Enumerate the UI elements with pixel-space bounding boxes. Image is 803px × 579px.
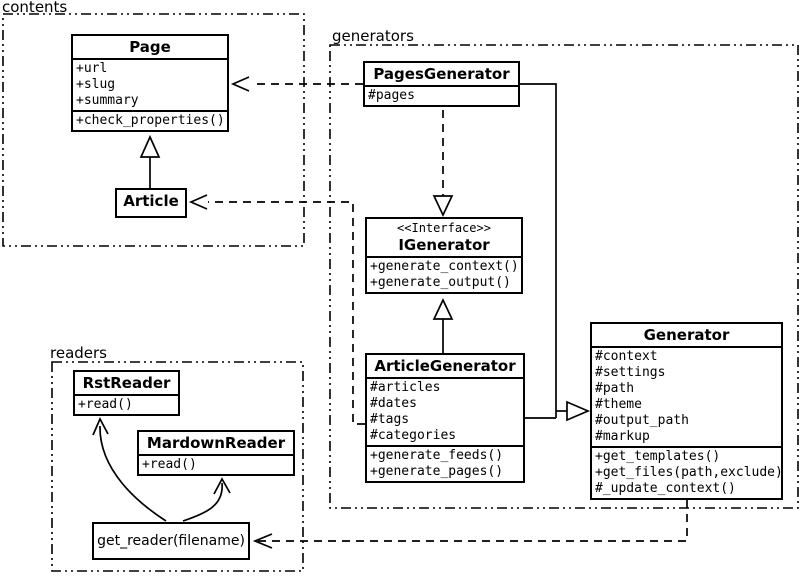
class-title: IGenerator [398, 236, 490, 254]
class-method: +generate_feeds() [370, 448, 504, 463]
class-attribute: #output_path [595, 413, 689, 428]
inheritance-arrow-icon [139, 134, 161, 158]
edge-pagesgenerator-page-dependency [230, 76, 363, 92]
edge-articlegenerator-article-dependency [188, 194, 365, 425]
class-title: Page [129, 38, 171, 56]
class-attribute: #categories [370, 428, 457, 443]
class-box-mardownreader: MardownReader +read() [137, 430, 295, 476]
edge-getreader-rstreader-arrow [92, 417, 167, 522]
dependency-arrow-icon [252, 533, 273, 549]
class-attribute: #context [595, 349, 658, 364]
class-box-articlegenerator: ArticleGenerator #articles #dates #tags … [365, 353, 525, 483]
open-arrow-icon [213, 477, 231, 495]
class-method: +generate_context() [370, 259, 519, 274]
class-method: +read() [142, 457, 197, 472]
class-method: +generate_output() [370, 275, 511, 290]
class-title: Article [123, 192, 179, 210]
class-method: +get_files(path,exclude) [595, 465, 783, 480]
class-title: Generator [643, 326, 730, 344]
function-box-get-reader: get_reader(filename) [92, 522, 250, 560]
class-method: +get_templates() [595, 449, 721, 464]
class-box-page: Page +url +slug +summary +check_properti… [71, 34, 229, 132]
class-attribute: #tags [370, 412, 410, 427]
package-contents-label: contents [2, 0, 68, 16]
class-method: +read() [78, 397, 133, 412]
interface-stereotype: <<Interface>> [397, 221, 491, 235]
edge-articlegenerator-igenerator-inheritance [432, 298, 454, 353]
class-attribute: #markup [595, 429, 650, 444]
class-method: +generate_pages() [370, 464, 504, 479]
package-readers-label: readers [50, 344, 107, 362]
class-method: #_update_context() [595, 481, 736, 496]
class-method: +check_properties() [76, 113, 225, 128]
edge-pagesgenerator-generator-inheritance [520, 83, 591, 422]
realization-arrow-icon [432, 195, 454, 217]
package-contents-border [2, 13, 305, 247]
class-attribute: #theme [595, 397, 642, 412]
class-attribute: #dates [370, 396, 417, 411]
class-box-igenerator: <<Interface>> IGenerator +generate_conte… [365, 217, 523, 294]
class-box-article: Article [115, 188, 187, 218]
class-attribute: #path [595, 381, 635, 396]
class-box-generator: Generator #context #settings #path #them… [590, 322, 783, 500]
edge-getreader-mardownreader-arrow [182, 477, 231, 522]
class-title: MardownReader [146, 434, 286, 452]
class-attribute: #settings [595, 365, 666, 380]
class-attribute: +summary [76, 93, 139, 108]
class-attribute: #pages [368, 88, 415, 103]
function-label: get_reader(filename) [97, 533, 245, 549]
dependency-arrow-icon [188, 194, 208, 210]
edge-article-page-inheritance [139, 134, 161, 188]
inheritance-arrow-icon [566, 400, 591, 422]
class-attribute: +url [76, 61, 108, 76]
inheritance-arrow-icon [432, 298, 454, 320]
class-title: ArticleGenerator [374, 357, 516, 375]
class-attribute: #articles [370, 380, 441, 395]
edge-pagesgenerator-igenerator-realization [432, 110, 454, 217]
package-generators-border [329, 44, 799, 509]
class-attribute: +slug [76, 77, 116, 92]
class-title: RstReader [82, 374, 171, 392]
class-title: PagesGenerator [373, 65, 510, 83]
class-box-rstreader: RstReader +read() [73, 370, 180, 416]
edge-generator-getreader-dependency [252, 500, 688, 549]
open-arrow-icon [92, 417, 109, 436]
class-box-pagesgenerator: PagesGenerator #pages [363, 61, 520, 107]
dependency-arrow-icon [230, 76, 250, 92]
package-generators-label: generators [332, 27, 414, 45]
package-readers-border [51, 361, 304, 572]
